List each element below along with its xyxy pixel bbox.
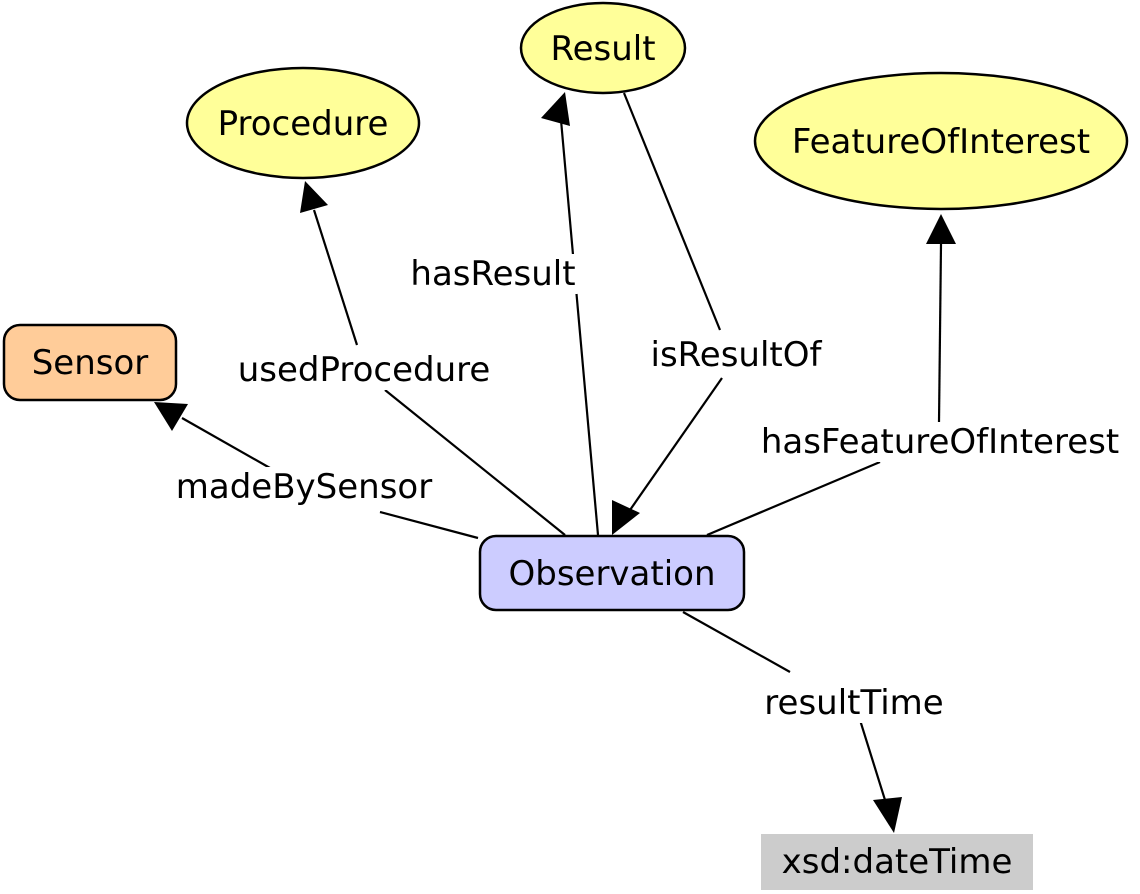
edge-label-has-feature-of-interest: hasFeatureOfInterest (761, 422, 1119, 462)
edge-has-foi-line-lower (706, 460, 881, 537)
arrowhead-made-by-sensor (154, 402, 188, 431)
edge-used-procedure-line-upper (312, 209, 359, 346)
edge-label-background (762, 683, 946, 723)
edge-made-by-sensor (181, 417, 479, 540)
edge-is-result-of-line-upper (622, 92, 722, 331)
edge-used-procedure-line-lower (384, 389, 566, 536)
edge-used-procedure (312, 209, 566, 536)
node-observation-shape (478, 534, 746, 612)
edge-label-used-procedure: usedProcedure (238, 350, 491, 390)
edge-result-time-line-lower (858, 719, 887, 801)
edge-label-background (758, 422, 1122, 462)
arrowhead-is-result-of (612, 500, 640, 535)
edge-result-time (682, 611, 887, 801)
node-result: Result (519, 1, 687, 95)
edge-label-background (408, 254, 578, 294)
node-sensor-label: Sensor (32, 343, 149, 383)
node-xsd-datetime: xsd:dateTime (761, 834, 1033, 890)
edge-is-result-of-line-lower (629, 377, 723, 511)
node-result-label: Result (550, 29, 655, 69)
edge-label-made-by-sensor: madeBySensor (176, 467, 432, 507)
node-xsd-datetime-label: xsd:dateTime (782, 842, 1013, 882)
edge-made-by-sensor-line-left (181, 417, 271, 469)
node-result-shape (519, 1, 687, 95)
edge-has-foi-line-upper (937, 243, 943, 423)
edge-has-result-line (559, 119, 600, 536)
node-feature-of-interest-shape (753, 71, 1129, 211)
node-feature-of-interest-label: FeatureOfInterest (792, 122, 1090, 162)
arrowhead-used-procedure (300, 181, 328, 213)
arrowhead-has-result (541, 92, 570, 126)
edge-has-feature-of-interest (706, 243, 943, 537)
edge-made-by-sensor-line-right (379, 510, 479, 540)
node-feature-of-interest: FeatureOfInterest (753, 71, 1129, 211)
edge-label-background (235, 350, 493, 390)
edge-label-result-time: resultTime (764, 683, 943, 723)
edge-label-background (648, 335, 825, 375)
arrowhead-has-feature-of-interest (926, 214, 956, 244)
node-procedure-shape (185, 66, 421, 180)
node-procedure-label: Procedure (218, 104, 389, 144)
node-observation: Observation (478, 534, 746, 612)
edge-has-result (559, 119, 600, 536)
edge-label-is-result-of: isResultOf (651, 335, 823, 375)
node-procedure: Procedure (185, 66, 421, 180)
edge-label-background (173, 467, 435, 507)
node-xsd-datetime-shape (761, 834, 1033, 890)
edge-result-time-line-upper (682, 611, 791, 673)
edge-label-has-result: hasResult (410, 254, 575, 294)
edge-is-result-of (622, 92, 723, 511)
node-sensor: Sensor (2, 323, 178, 402)
arrowhead-result-time (873, 797, 902, 833)
node-observation-label: Observation (508, 554, 715, 594)
node-sensor-shape (2, 323, 178, 402)
